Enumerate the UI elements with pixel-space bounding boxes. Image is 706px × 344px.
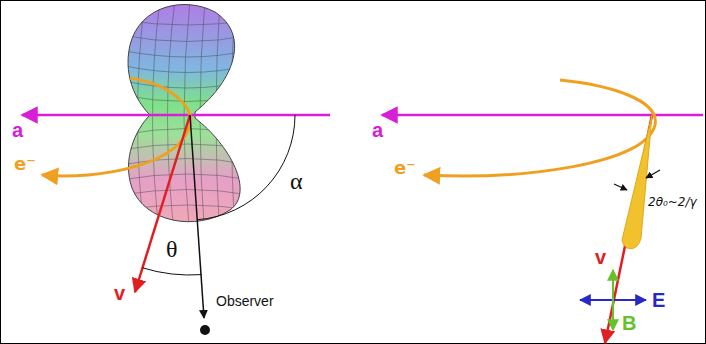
electron-path xyxy=(424,80,655,176)
b-field-arrow xyxy=(612,270,614,300)
alpha-arc xyxy=(198,115,295,220)
cone-width-pointer xyxy=(646,170,660,178)
field-label: B xyxy=(622,312,636,334)
vector-label: a xyxy=(12,119,23,141)
vector-label: v xyxy=(595,246,606,268)
b-field-arrow xyxy=(612,300,614,330)
field-label: E xyxy=(652,289,665,311)
e-field-arrow xyxy=(580,299,614,301)
e-field-arrow xyxy=(614,299,646,301)
cone-angle-label: 2θ₀~2/γ xyxy=(648,196,697,209)
velocity-arrow xyxy=(135,115,190,292)
angle-label: θ xyxy=(166,236,178,262)
velocity-arrow xyxy=(605,115,652,343)
cone-width-pointer xyxy=(614,184,627,190)
acceleration-arrow xyxy=(22,114,330,117)
angle-label: α xyxy=(290,168,303,194)
particle-label: e⁻ xyxy=(394,158,416,178)
observer-label: Observer xyxy=(216,294,274,309)
observer-line xyxy=(190,115,204,318)
radiation-cone xyxy=(622,115,652,249)
radiation-lobe xyxy=(120,0,250,240)
observer-dot xyxy=(200,325,210,335)
vector-label: v xyxy=(114,282,125,304)
theta-arc xyxy=(143,268,202,275)
particle-label: e⁻ xyxy=(14,154,36,174)
vector-label: a xyxy=(372,119,383,141)
electron-path xyxy=(42,78,191,176)
